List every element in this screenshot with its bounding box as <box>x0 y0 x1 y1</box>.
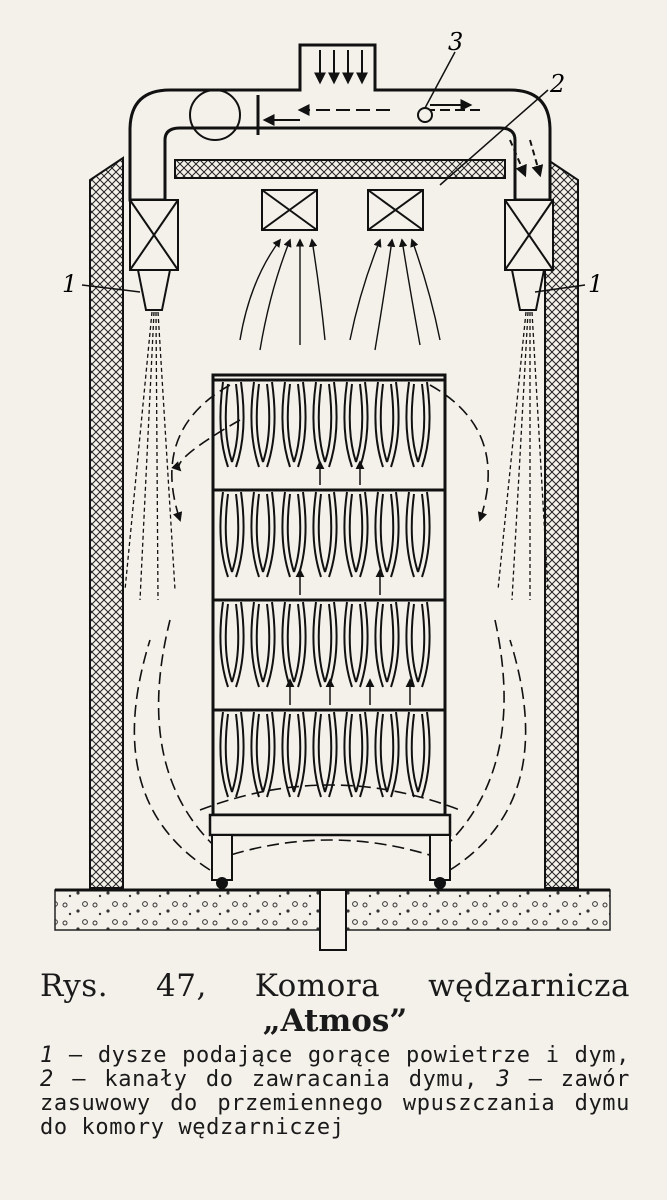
sausage-loop <box>250 711 276 798</box>
sausage-loop <box>374 711 400 798</box>
sausage-loop <box>250 601 276 688</box>
heater-boxes <box>129 189 554 271</box>
drain <box>319 889 347 951</box>
title-word-1: Komora <box>254 968 381 1004</box>
callout-2: 2 <box>549 70 565 98</box>
chamber-wall-insulated <box>89 156 124 889</box>
sausage-loop <box>405 381 431 468</box>
smoking-chamber-diagram: 1 1 2 3 <box>54 28 611 951</box>
sausage-loop <box>405 711 431 798</box>
sausage-loops <box>219 381 431 798</box>
sausage-loop <box>219 711 245 798</box>
callout-3: 3 <box>448 28 463 56</box>
sausage-loop <box>312 601 338 688</box>
legend-num-2: 2 <box>40 1067 54 1092</box>
sausage-loop <box>405 601 431 688</box>
nozzle-right <box>510 269 546 311</box>
fig-number: 47, <box>156 968 207 1004</box>
sausage-loop <box>219 601 245 688</box>
sausage-loop <box>281 381 307 468</box>
sausage-loop <box>343 381 369 468</box>
caption-title: Rys. 47, Komora wędzarnicza <box>40 968 630 1004</box>
caption-subtitle: „Atmos” <box>262 1003 408 1039</box>
legend-text-2: — kanały do zawracania dymu, <box>53 1067 497 1092</box>
callout-1-right: 1 <box>588 270 603 298</box>
sausage-loop <box>281 601 307 688</box>
sausage-loop <box>219 381 245 468</box>
fan-icon <box>189 89 241 141</box>
nozzle-left <box>136 269 172 311</box>
sausage-loop <box>343 601 369 688</box>
sausage-loop <box>312 711 338 798</box>
sausage-loop <box>374 601 400 688</box>
sausage-loop <box>219 491 245 578</box>
legend-num-3: 3 <box>496 1067 511 1092</box>
sausage-loop <box>374 491 400 578</box>
fig-label: Rys. <box>40 968 109 1004</box>
recirculation-duct <box>128 43 552 202</box>
sausage-loop <box>343 711 369 798</box>
legend-text-3: — zawór zasuwowy do przemiennego wpuszcz… <box>40 1067 631 1140</box>
sausage-loop <box>250 381 276 468</box>
sausage-loop <box>281 491 307 578</box>
chamber-roof <box>174 159 506 179</box>
sausage-loop <box>343 491 369 578</box>
caption-legend: 1 — dysze podające gorące powietrze i dy… <box>40 1044 630 1140</box>
title-word-2: wędzarnicza <box>428 968 630 1004</box>
trolley-base <box>208 813 452 837</box>
figure-caption: Rys. 47, Komora wędzarnicza „Atmos” 1 — … <box>40 968 630 1140</box>
legend-text-1: — dysze podające gorące powietrze i dym, <box>53 1043 630 1068</box>
sausage-loop <box>250 491 276 578</box>
legend-num-1: 1 <box>40 1043 54 1068</box>
callout-1-left: 1 <box>62 270 77 298</box>
sausage-loop <box>374 381 400 468</box>
sausage-loop <box>405 491 431 578</box>
sausage-loop <box>312 491 338 578</box>
sausage-loop <box>312 381 338 468</box>
sausage-loop <box>281 711 307 798</box>
